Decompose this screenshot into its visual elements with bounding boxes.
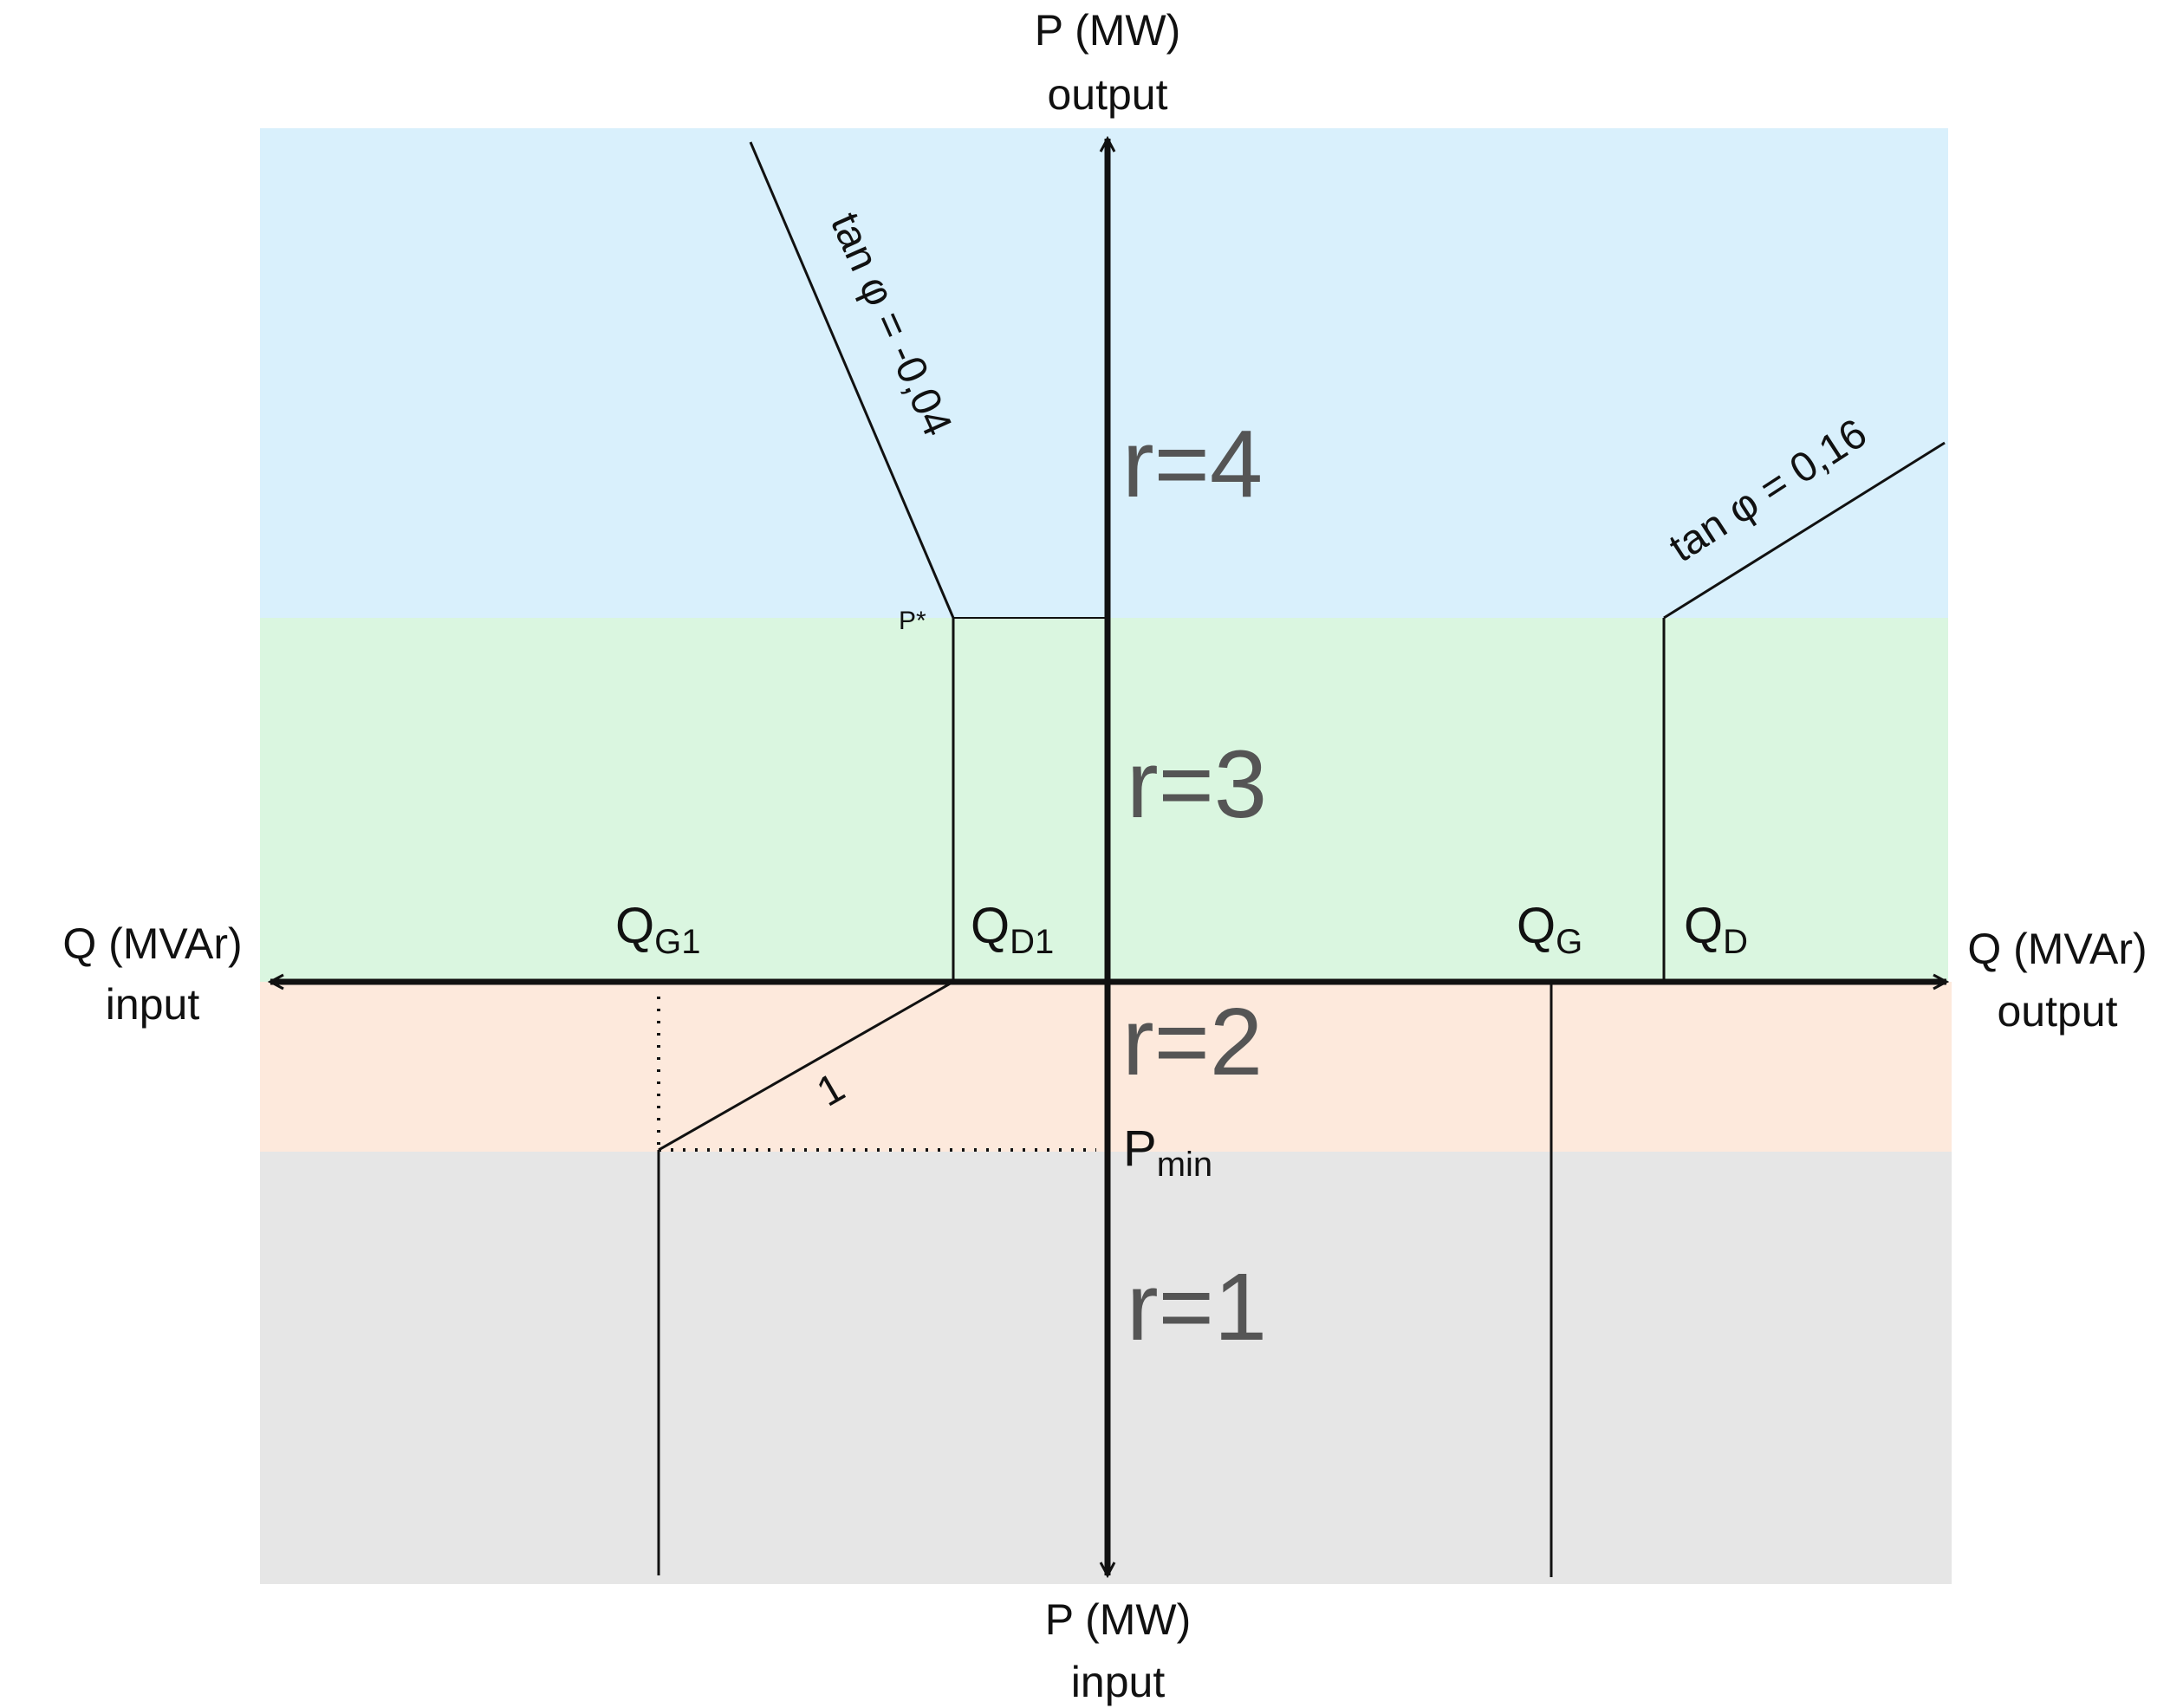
q-axis-left-label: Q (MVAr) <box>62 919 242 968</box>
q-axis-right-sublabel: output <box>1997 987 2117 1036</box>
p-axis-top-label: P (MW) <box>1035 6 1180 55</box>
q-axis-right-label: Q (MVAr) <box>1967 925 2147 973</box>
qd-label: QD <box>1684 898 1748 961</box>
qg1-label: QG1 <box>615 898 700 961</box>
pmin-label: Pmin <box>1123 1120 1212 1184</box>
p-star-label: P* <box>899 607 926 635</box>
region-r4-label: r=4 <box>1122 411 1263 517</box>
slope-segment-line <box>658 980 954 1152</box>
region-r1-label: r=1 <box>1127 1254 1267 1361</box>
qd1-label: QD1 <box>971 898 1054 961</box>
tan-phi-right-line <box>1663 441 1946 620</box>
region-r3-background <box>260 618 1948 982</box>
qg-label: QG <box>1517 898 1582 961</box>
q-axis-left-sublabel: input <box>106 980 200 1029</box>
region-r4-background <box>260 128 1948 618</box>
region-r3-label: r=3 <box>1127 731 1267 838</box>
p-axis-bottom-sublabel: input <box>1071 1658 1166 1706</box>
p-axis-bottom-label: P (MW) <box>1045 1595 1191 1644</box>
tan-phi-left-line <box>749 141 955 619</box>
region-r2-label: r=2 <box>1122 989 1263 1095</box>
p-axis-top-sublabel: output <box>1047 70 1167 119</box>
